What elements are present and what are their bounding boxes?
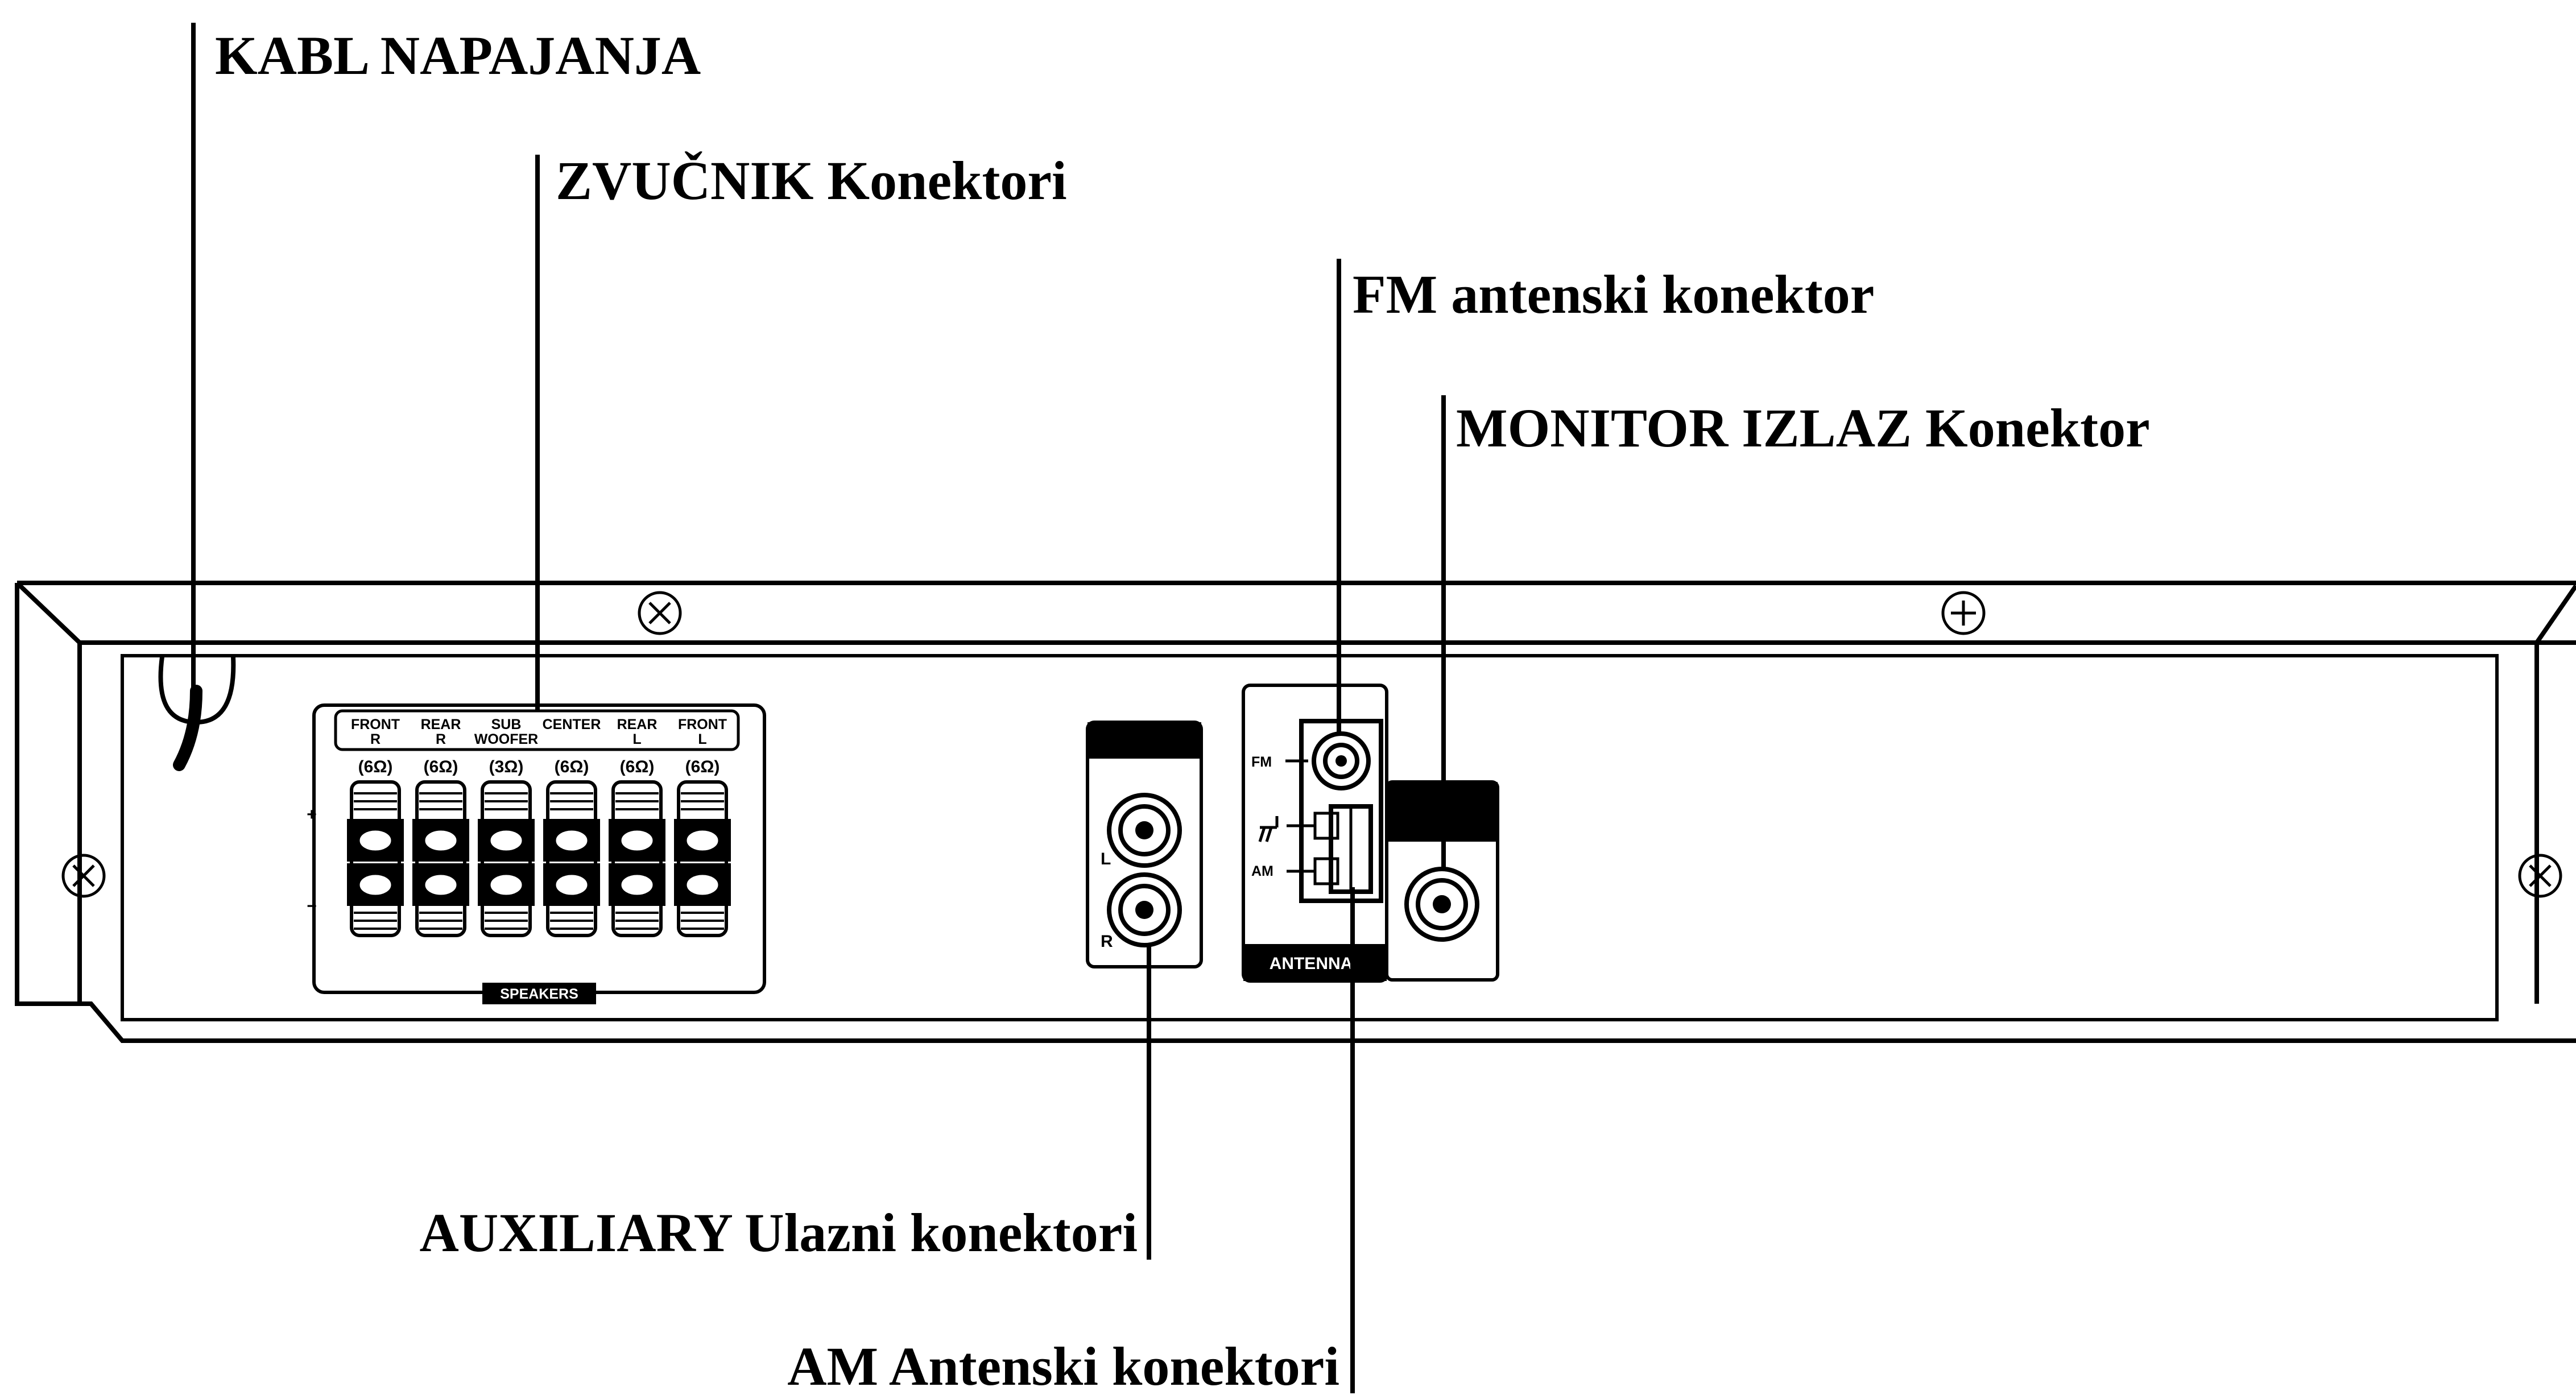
speaker-channels: FRONTR(6Ω)REARR(6Ω)SUBWOOFER(3Ω)CENTER(6… (347, 717, 731, 937)
speaker-clip-plus[interactable] (412, 819, 469, 862)
back-panel (121, 654, 2499, 1021)
callout-monitor-out: MONITOR IZLAZ Konektor (1456, 398, 2150, 458)
speaker-panel: FRONTR(6Ω)REARR(6Ω)SUBWOOFER(3Ω)CENTER(6… (307, 703, 766, 1004)
speaker-channel-side: R (436, 731, 446, 747)
screw-icon (61, 854, 106, 898)
speaker-clip-minus[interactable] (674, 863, 731, 906)
speaker-clip-plus[interactable] (478, 819, 535, 862)
speaker-clip-minus[interactable] (347, 863, 404, 906)
screw-icon (2518, 854, 2562, 898)
callout-fm-antenna: FM antenski konektor (1353, 264, 1874, 325)
speaker-channel-name: FRONT (351, 717, 400, 732)
chassis (15, 581, 2576, 1043)
screw-icon (638, 591, 682, 635)
speaker-clip-minus[interactable] (412, 863, 469, 906)
power-cord-icon (158, 656, 236, 771)
antenna-panel: ANTENNA FM AM (1242, 684, 1388, 983)
speaker-channel-name: SUB (491, 717, 522, 732)
speaker-channel-name: REAR (421, 717, 461, 732)
plus-sign: + (307, 805, 317, 824)
aux-right-label: R (1101, 932, 1113, 951)
aux-panel: L R (1086, 721, 1203, 968)
speaker-clip-plus[interactable] (674, 819, 731, 862)
speaker-clip-plus[interactable] (609, 819, 665, 862)
speaker-channel-side: WOOFER (474, 731, 539, 747)
callout-speaker-connectors: ZVUČNIK Konektori (556, 150, 1067, 211)
speaker-clip-plus[interactable] (543, 819, 600, 862)
speaker-impedance: (6Ω) (555, 757, 589, 776)
am-label: AM (1251, 863, 1273, 879)
rca-jack-icon[interactable] (1107, 793, 1182, 868)
leader-lines (191, 23, 1446, 1393)
speaker-clip-minus[interactable] (543, 863, 600, 906)
speaker-channel-side: L (698, 731, 706, 747)
speaker-terminal-4: CENTER (6Ω) (543, 717, 601, 937)
rca-jack-icon[interactable] (1404, 867, 1479, 942)
speaker-channel-name: CENTER (543, 717, 601, 732)
speaker-impedance: (3Ω) (489, 757, 524, 776)
ground-icon (1258, 816, 1279, 842)
speaker-channel-side: R (370, 731, 381, 747)
speakers-label: SPEAKERS (500, 986, 578, 1002)
aux-left-label: L (1101, 850, 1111, 868)
speaker-channel-side: L (632, 731, 641, 747)
speaker-clip-minus[interactable] (609, 863, 665, 906)
speaker-channel-name: FRONT (678, 717, 727, 732)
speaker-impedance: (6Ω) (620, 757, 655, 776)
minus-sign: − (307, 897, 317, 916)
speaker-clip-plus[interactable] (347, 819, 404, 862)
speaker-channel-name: REAR (617, 717, 658, 732)
rca-jack-icon[interactable] (1107, 872, 1182, 947)
speaker-impedance: (6Ω) (424, 757, 458, 776)
speaker-impedance: (6Ω) (358, 757, 393, 776)
speaker-clip-minus[interactable] (478, 863, 535, 906)
fm-label: FM (1251, 754, 1272, 770)
callout-power-cord: KABL NAPAJANJA (215, 25, 701, 86)
speaker-impedance: (6Ω) (685, 757, 720, 776)
screw-icon (1941, 591, 1986, 635)
callout-aux-inputs: AUXILIARY Ulazni konektori (420, 1202, 1138, 1263)
callout-am-antenna: AM Antenski konektori (787, 1336, 1339, 1395)
antenna-label: ANTENNA (1270, 954, 1353, 973)
